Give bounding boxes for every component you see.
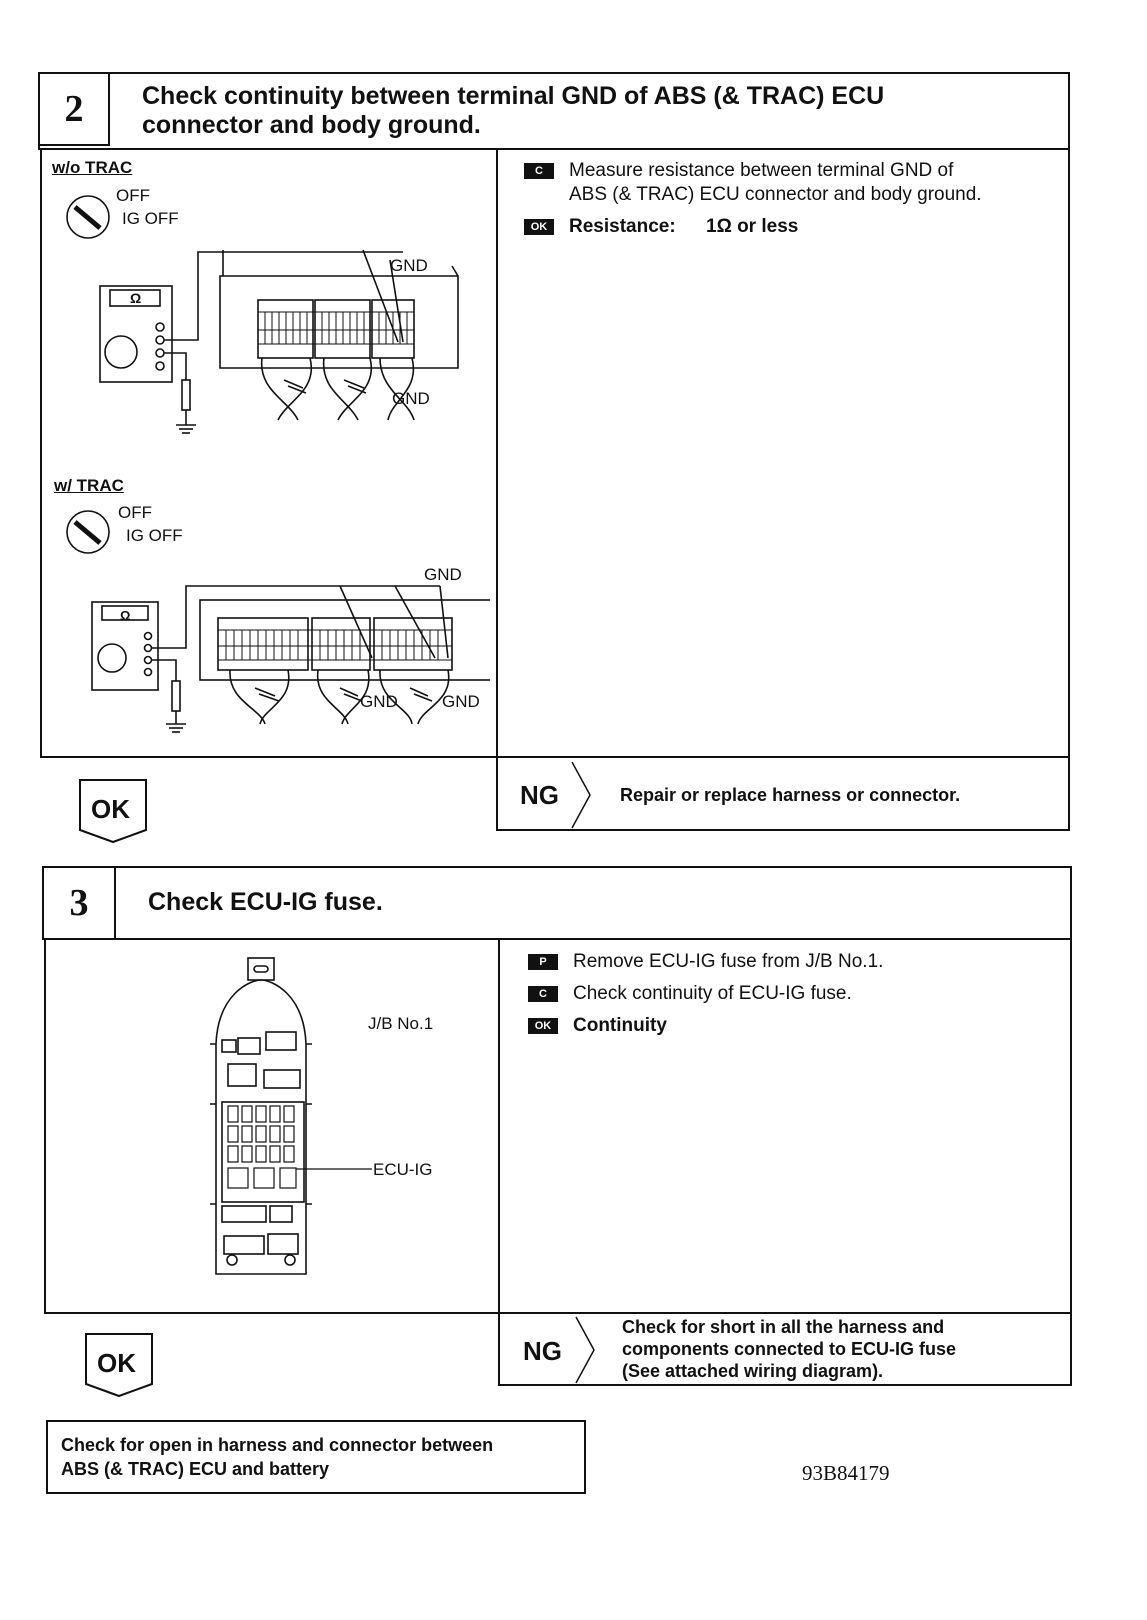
wo-trac-gnd-bottom: GND <box>392 389 430 408</box>
step2-title-line2: connector and body ground. <box>142 111 481 139</box>
final-action-line2: ABS (& TRAC) ECU and battery <box>61 1459 330 1479</box>
step2-left-border <box>40 148 42 758</box>
step2-ok-button[interactable]: OK <box>91 794 130 824</box>
step3-ng-label: NG <box>523 1336 562 1366</box>
step3-p-text: Remove ECU-IG fuse from J/B No.1. <box>573 951 884 972</box>
step3-ok-text: Continuity <box>573 1015 667 1036</box>
step2-c-line2: ABS (& TRAC) ECU connector and body grou… <box>569 184 982 205</box>
step3-right-border <box>1070 938 1072 1386</box>
step3-ng-line3: (See attached wiring diagram). <box>622 1361 884 1381</box>
w-trac-switch-ig: IG OFF <box>126 526 183 545</box>
wo-trac-gnd-top: GND <box>390 256 428 275</box>
w-trac-meter-symbol: Ω <box>120 608 131 623</box>
step3-p-badge: P <box>528 954 558 970</box>
step3-c-badge: C <box>528 986 558 1002</box>
step2-ok-value: 1Ω or less <box>706 216 799 237</box>
wo-trac-switch-ig: IG OFF <box>122 209 179 228</box>
step2-right-border <box>1068 148 1070 831</box>
step2-ok-badge: OK <box>524 219 554 235</box>
step2-ok-label: Resistance: <box>569 216 676 237</box>
final-action-line1: Check for open in harness and connector … <box>61 1435 494 1455</box>
step2-c-badge: C <box>524 163 554 179</box>
step3-ok-arrow-icon <box>85 1333 153 1398</box>
step3-c-text: Check continuity of ECU-IG fuse. <box>573 983 852 1004</box>
step2-title-line1: Check continuity between terminal GND of… <box>142 82 885 110</box>
wo-trac-label: w/o TRAC <box>52 158 133 177</box>
w-trac-gnd-bottom2: GND <box>442 692 480 711</box>
step3-ng-chevron-icon <box>575 1316 595 1384</box>
step2-c-line1: Measure resistance between terminal GND … <box>569 160 954 181</box>
w-trac-switch-off: OFF <box>118 503 152 522</box>
step2-ng-chevron-icon <box>571 761 591 829</box>
wo-trac-switch-off: OFF <box>116 186 150 205</box>
jb-diagram <box>210 957 372 1275</box>
step3-ok-badge: OK <box>528 1018 558 1034</box>
figure-code: 93B84179 <box>802 1461 890 1485</box>
wo-trac-meter-symbol: Ω <box>130 290 142 306</box>
final-action-box <box>46 1420 586 1494</box>
step3-left-border <box>44 938 46 1314</box>
step2-ok-arrow-icon <box>79 779 147 844</box>
step3-ng-line1: Check for short in all the harness and <box>622 1317 945 1337</box>
w-trac-gnd-top: GND <box>424 565 462 584</box>
w-trac-label: w/ TRAC <box>54 476 124 495</box>
w-trac-diagram <box>66 510 490 733</box>
step3-divider <box>498 938 500 1386</box>
step3-ng-line2: components connected to ECU-IG fuse <box>622 1339 957 1359</box>
jb-label: J/B No.1 <box>368 1014 434 1033</box>
step3-number: 3 <box>42 866 116 940</box>
step2-ng-bottom-border <box>496 829 1070 831</box>
wo-trac-diagram <box>66 195 459 434</box>
step3-ok-button[interactable]: OK <box>97 1348 136 1378</box>
ecu-ig-fuse-label: ECU-IG <box>373 1160 433 1179</box>
step3-title: Check ECU-IG fuse. <box>148 888 383 916</box>
step2-divider <box>496 148 498 831</box>
step3-bottom-border <box>44 1312 1072 1314</box>
step2-bottom-border <box>40 756 1070 758</box>
step2-number: 2 <box>38 72 110 146</box>
step2-ng-text: Repair or replace harness or connector. <box>620 785 961 805</box>
step3-ng-bottom-border <box>498 1384 1072 1386</box>
step2-ng-label: NG <box>520 780 559 810</box>
